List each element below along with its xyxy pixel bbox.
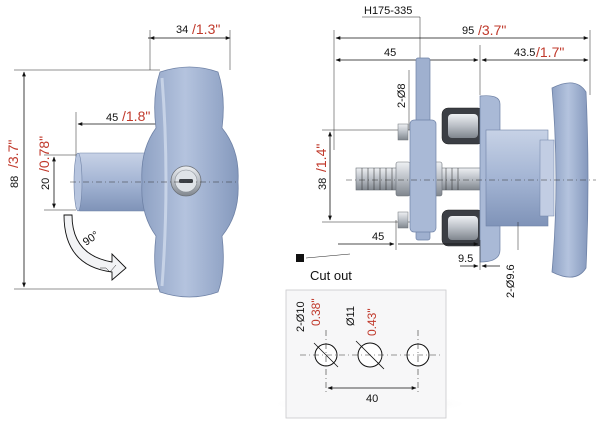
handle-depth-mm: 43.5 <box>514 47 535 59</box>
rotation-arrow-icon <box>63 214 127 281</box>
left-height-in: /3.7" <box>5 140 21 168</box>
keyhole-icon <box>179 179 193 183</box>
hole-spacing-mm: 40 <box>366 393 378 405</box>
left-width-mm: 34 <box>176 24 188 36</box>
hole-b-label: Ø11 <box>345 306 357 326</box>
right-side-view: H175-335 95 /3.7" 45 43.5 /1.7" 2-Ø8 38 … <box>313 5 596 298</box>
lower-length-mm: 45 <box>372 231 384 243</box>
offset-mm: 9.5 <box>458 253 473 265</box>
left-width-in: /1.3" <box>192 21 220 37</box>
screw-bottom <box>397 211 409 229</box>
nut-left <box>395 161 411 197</box>
left-front-view: 34 /1.3" 88 /3.7" 20 /0.78" 45 /1.8" <box>5 21 239 298</box>
base-hole-label: 2-Ø9.6 <box>505 264 517 298</box>
spindle-length-mm: 45 <box>106 112 118 124</box>
range-label: H175-335 <box>364 5 412 17</box>
total-length-in: /3.7" <box>478 22 506 38</box>
hole-b-in: 0.43" <box>365 308 379 336</box>
hole-a-in: 0.38" <box>309 298 323 326</box>
rotation-label: 90° <box>81 229 102 248</box>
side-height-in: /1.4" <box>313 144 329 172</box>
hole-label: 2-Ø8 <box>396 84 408 108</box>
handle-depth-in: /1.7" <box>536 44 564 60</box>
plate-depth-mm: 45 <box>384 47 396 59</box>
spindle-length-in: /1.8" <box>122 108 150 124</box>
total-length-mm: 95 <box>462 25 474 37</box>
side-height-mm: 38 <box>317 178 329 190</box>
left-height-mm: 88 <box>9 176 21 188</box>
cutout-section: Cut out 2-Ø10 0.38" Ø11 0.43" 40 <box>270 253 470 419</box>
spindle-dia-in: /0.78" <box>36 136 52 172</box>
spindle-dia-mm: 20 <box>40 178 52 190</box>
cutout-title: Cut out <box>310 268 352 283</box>
screw-top <box>397 123 409 141</box>
hole-a-label: 2-Ø10 <box>295 301 307 332</box>
cutout-marker-icon <box>296 254 304 262</box>
